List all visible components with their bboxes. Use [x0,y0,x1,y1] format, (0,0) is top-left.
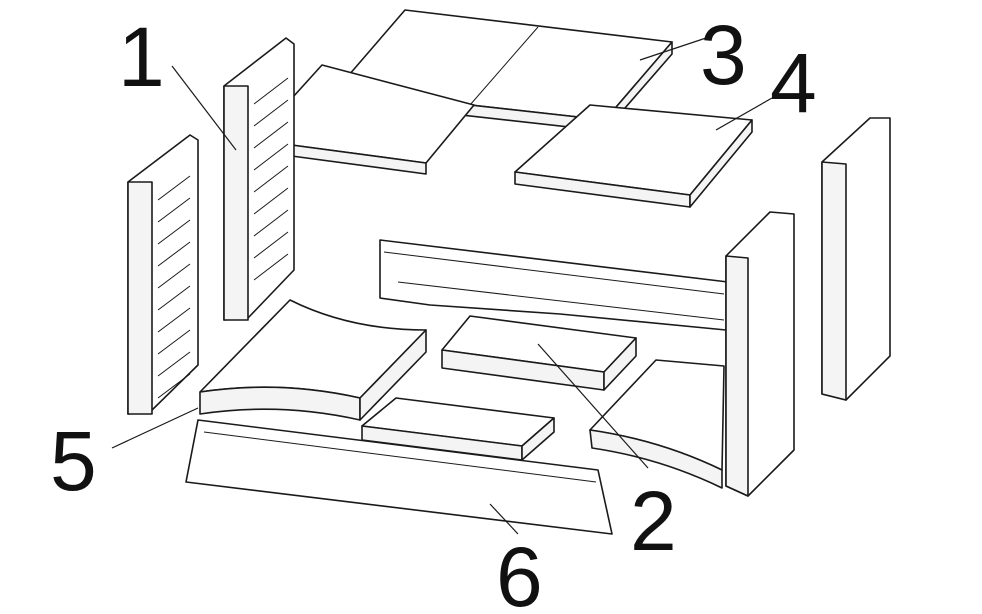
part-1-side-brick-outer [127,134,199,415]
leader-lines [111,37,773,535]
callout-3: 3 [700,8,747,102]
part-5-floor-brick-left [199,299,427,421]
part-2-rear-brick [379,239,729,331]
part-4-plate-right [514,104,753,208]
right-side-brick-outer [821,117,891,401]
part-6-front-retainer [185,419,613,535]
callout-1: 1 [118,10,165,104]
part-2-center-brick [441,315,637,391]
callout-6: 6 [496,530,543,614]
callout-4: 4 [770,36,817,130]
right-side-brick-inner [725,211,795,497]
part-1-side-brick-inner [223,37,295,321]
callout-5: 5 [50,414,97,508]
part-5-floor-strip [361,397,555,461]
callout-2: 2 [630,474,677,568]
part-5-floor-brick-right [589,359,725,489]
